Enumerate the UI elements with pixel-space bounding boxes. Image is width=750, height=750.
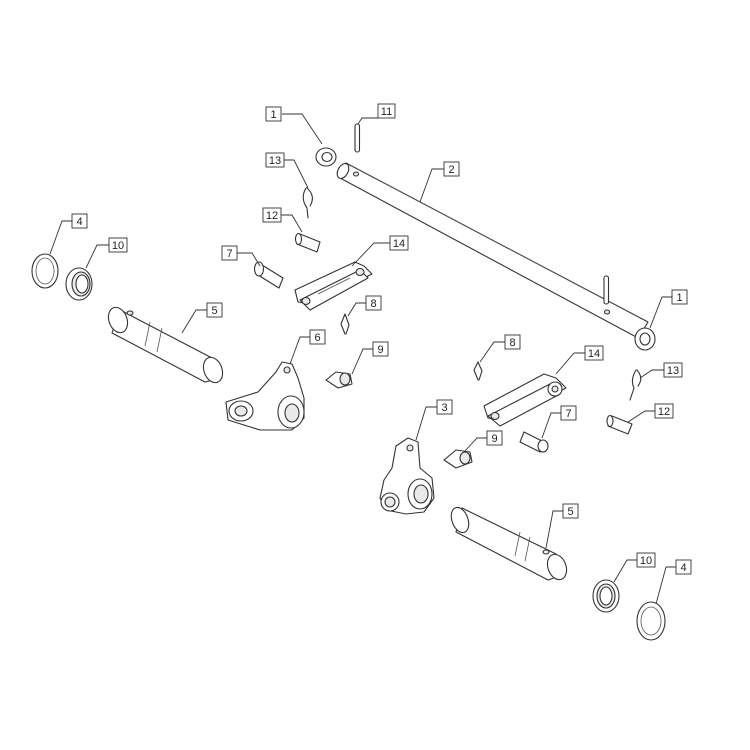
svg-text:8: 8 [509,337,515,349]
svg-text:14: 14 [588,348,600,360]
callout-14-right: 14 [584,345,604,361]
svg-text:12: 12 [658,406,670,418]
svg-text:4: 4 [76,216,82,228]
svg-text:5: 5 [567,506,573,518]
callout-12-right: 12 [654,403,674,419]
svg-text:7: 7 [565,408,571,420]
callout-5-right: 5 [562,503,579,519]
part-headed-pin-7-right [519,431,549,453]
part-bushing-5-left [107,306,224,384]
part-grease-fitting-9-right [443,449,473,469]
part-seal-10-right [592,579,620,613]
part-roll-pin-11 [354,123,361,153]
callout-10-left: 10 [108,237,128,253]
part-grease-fitting-9-top [325,371,353,389]
part-r-clip-13-right [629,369,642,401]
part-link-plates-14-right [483,373,567,427]
callout-1-top: 1 [265,106,282,122]
svg-text:10: 10 [112,240,124,252]
callout-7-top: 7 [221,245,238,261]
svg-text:9: 9 [377,344,383,356]
callout-13-right: 13 [663,362,683,378]
part-roll-pin-in-shaft [603,275,610,305]
callout-5-left: 5 [206,302,223,318]
part-clip-8-top [340,313,350,335]
svg-text:2: 2 [448,164,454,176]
callout-11: 11 [377,103,396,119]
callout-8-right: 8 [504,334,521,350]
leader-lines [49,113,676,605]
svg-text:6: 6 [314,332,320,344]
svg-text:10: 10 [640,555,652,567]
callout-6: 6 [309,329,326,345]
callout-9-right: 9 [486,430,503,446]
callout-12-top: 12 [262,207,282,223]
svg-text:1: 1 [676,292,682,304]
part-pin-12-top [294,232,321,253]
callout-4-right: 4 [675,559,692,575]
part-clip-8-right [473,361,483,381]
callout-7-right: 7 [560,405,577,421]
part-lever-6 [225,361,305,431]
callout-1-right: 1 [671,289,688,305]
callout-13-top: 13 [265,152,285,168]
svg-text:1: 1 [270,109,276,121]
part-washer-1-top [315,147,337,167]
part-headed-pin-7-top [253,261,284,289]
part-link-plates-14-top [294,261,373,311]
callout-2: 2 [443,161,460,177]
svg-text:7: 7 [226,248,232,260]
callout-10-right: 10 [636,552,656,568]
svg-text:3: 3 [441,402,447,414]
svg-text:5: 5 [211,305,217,317]
svg-text:12: 12 [266,210,278,222]
part-flat-washer-4-right [636,601,666,641]
svg-text:8: 8 [370,298,376,310]
part-flat-washer-4-left [31,253,59,289]
callout-3: 3 [436,399,453,415]
svg-text:14: 14 [393,238,405,250]
part-bushing-5-right [450,506,568,581]
part-shaft-2 [336,162,649,339]
svg-text:9: 9 [491,433,497,445]
svg-text:11: 11 [381,106,392,118]
callout-8-top: 8 [365,295,382,311]
part-pin-12-right [606,414,633,435]
svg-text:4: 4 [680,562,686,574]
part-seal-10-left [65,267,93,301]
svg-text:13: 13 [269,155,281,167]
callout-14-top: 14 [389,235,409,251]
callout-9-top: 9 [372,341,389,357]
svg-text:13: 13 [667,365,679,377]
part-washer-1-right [634,327,656,351]
part-r-clip-13-top [302,187,313,219]
callout-4-left: 4 [71,213,88,229]
part-lever-3 [379,437,435,515]
